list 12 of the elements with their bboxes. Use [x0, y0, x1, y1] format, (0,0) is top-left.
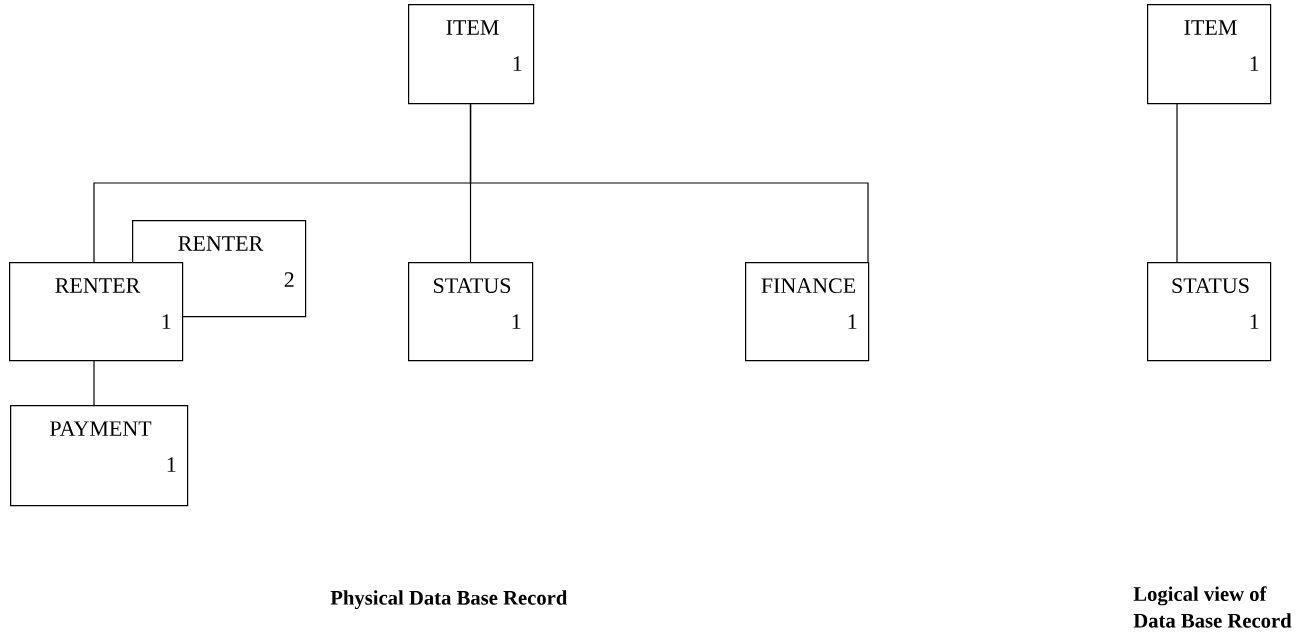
entity-box: RENTER 1	[9, 262, 184, 362]
connector-line	[1176, 102, 1178, 263]
connector-line	[93, 359, 95, 406]
caption-text: Logical view of Data Base Record	[1133, 586, 1292, 628]
connector-line	[469, 102, 869, 263]
caption-text: Physical Data Base Record	[330, 590, 568, 610]
entity-box: ITEM 1	[1147, 4, 1272, 105]
entity-box: FINANCE 1	[745, 262, 870, 362]
entity-box: PAYMENT 1	[10, 405, 189, 507]
entity-box: STATUS 1	[1147, 262, 1272, 362]
entity-box: STATUS 1	[408, 262, 534, 362]
entity-box: ITEM 1	[408, 4, 535, 105]
